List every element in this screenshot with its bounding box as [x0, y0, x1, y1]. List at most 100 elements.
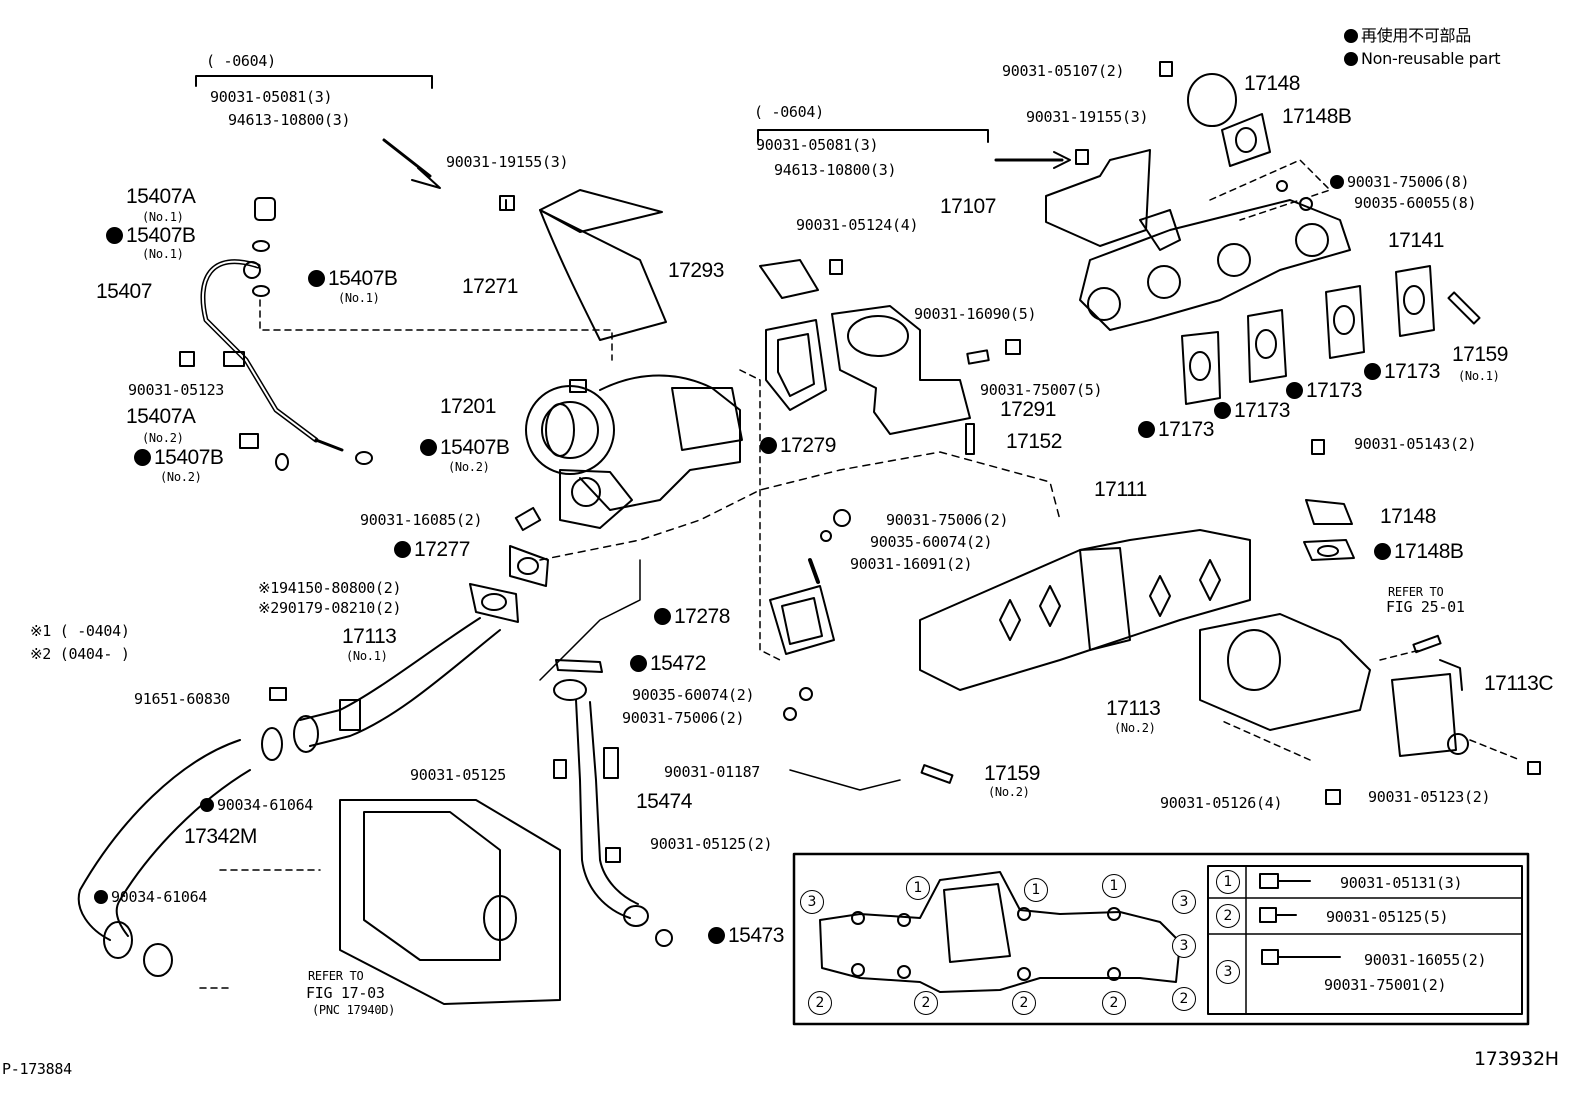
part-label: 94613-10800(3)	[228, 111, 351, 129]
non-reusable-dot-icon	[1374, 543, 1391, 560]
part-number: 15407B	[154, 446, 224, 469]
part-label: 90031-05124(4)	[796, 216, 919, 234]
part-number: 17173	[1234, 399, 1290, 422]
part-label: 94613-10800(3)	[774, 161, 897, 179]
part-sub-label: (No.2)	[1114, 721, 1156, 735]
non-reusable-dot-icon	[94, 890, 108, 904]
part-number: 15407B	[440, 436, 510, 459]
non-reusable-dot-icon	[630, 655, 647, 672]
non-reusable-dot-icon	[420, 439, 437, 456]
part-label: 90031-75007(5)	[980, 381, 1103, 399]
note-label: ※1 ( -0404)	[30, 622, 130, 640]
refer-label: REFER TO	[308, 969, 364, 983]
part-number: 17173	[1158, 418, 1214, 441]
part-label: ( -0604)	[206, 52, 276, 70]
part-number: 15407B	[126, 224, 196, 247]
part-label: 17107	[940, 195, 996, 218]
non-reusable-dot-icon	[1138, 421, 1155, 438]
nr-part-label: 15407B	[134, 446, 224, 469]
non-reusable-dot-icon	[106, 227, 123, 244]
part-label: 17148	[1244, 72, 1300, 95]
refer-label: FIG 17-03	[306, 984, 385, 1002]
nr-part-label: 17173	[1138, 419, 1214, 440]
part-number: 90034-61064	[111, 888, 208, 906]
part-label: 17201	[440, 395, 496, 418]
note-label: ※2 (0404- )	[30, 645, 130, 663]
part-sub-label: (No.2)	[160, 470, 202, 484]
part-label: 90031-19155(3)	[446, 153, 569, 171]
part-number: 17173	[1384, 360, 1440, 383]
part-number: 17277	[414, 538, 470, 561]
refer-label: (PNC 17940D)	[312, 1003, 396, 1017]
part-label: 90035-60074(2)	[870, 533, 993, 551]
refer-label: REFER TO	[1388, 585, 1444, 599]
nr-part-label: 17173	[1286, 380, 1362, 401]
part-sub-label: (No.1)	[346, 649, 388, 663]
part-label: 90031-05107(2)	[1002, 62, 1125, 80]
part-label: 17113	[1106, 697, 1161, 720]
nr-part-label: 15472	[630, 653, 706, 674]
part-label: 90031-75006(2)	[622, 709, 745, 727]
non-reusable-dot-icon	[1214, 402, 1231, 419]
non-reusable-dot-icon	[1344, 29, 1358, 43]
part-label: 90031-75006(2)	[886, 511, 1009, 529]
part-label: 90031-16085(2)	[360, 511, 483, 529]
inset-callout-circle: 3	[1172, 934, 1196, 958]
part-number: 15407B	[328, 267, 398, 290]
nr-part-label: 15473	[708, 925, 784, 946]
legend-jp-text: 再使用不可部品	[1361, 26, 1471, 45]
part-number: 17173	[1306, 379, 1362, 402]
part-label: 90031-05081(3)	[756, 136, 879, 154]
part-label: 91651-60830	[134, 690, 231, 708]
part-sub-label: (No.1)	[1458, 369, 1500, 383]
part-label: 15474	[636, 790, 692, 813]
bolt-table-num: 1	[1216, 870, 1240, 894]
part-label: 15407	[96, 280, 152, 303]
non-reusable-dot-icon	[394, 541, 411, 558]
nr-part-label: 90031-75006(8)	[1330, 175, 1470, 190]
bolt-table-num: 3	[1216, 960, 1240, 984]
part-label: 17141	[1388, 229, 1444, 252]
part-sub-label: (No.2)	[448, 460, 490, 474]
refer-label: FIG 25-01	[1386, 598, 1465, 616]
part-number: 15472	[650, 652, 706, 675]
part-label: ※194150-80800(2)	[258, 579, 402, 597]
inset-callout-circle: 2	[1012, 991, 1036, 1015]
part-label: 90031-01187	[664, 763, 761, 781]
nr-part-label: 15407B	[420, 436, 510, 459]
inset-callout-circle: 2	[808, 991, 832, 1015]
part-label: 17291	[1000, 398, 1056, 421]
part-label: 90031-19155(3)	[1026, 108, 1149, 126]
nr-part-label: 90034-61064	[200, 798, 313, 813]
part-sub-label: (No.1)	[338, 291, 380, 305]
part-label: 17148	[1380, 505, 1436, 528]
nr-part-label: 17278	[654, 606, 730, 627]
bolt-table-num: 2	[1216, 904, 1240, 928]
legend-en: Non-reusable part	[1344, 51, 1501, 67]
part-label: 17113C	[1484, 672, 1554, 695]
part-number: 17148B	[1394, 540, 1464, 563]
nr-part-label: 15407B	[106, 224, 196, 247]
part-label: 17342M	[184, 825, 257, 848]
part-label: ※290179-08210(2)	[258, 599, 402, 617]
non-reusable-dot-icon	[1344, 52, 1358, 66]
nr-part-label: 90034-61064	[94, 890, 207, 905]
legend-jp: 再使用不可部品	[1344, 28, 1471, 44]
non-reusable-dot-icon	[1286, 382, 1303, 399]
part-label: 90031-16090(5)	[914, 305, 1037, 323]
part-label: 90031-05123(2)	[1368, 788, 1491, 806]
part-label: 90031-05125(2)	[650, 835, 773, 853]
part-label: 90031-05081(3)	[210, 88, 333, 106]
part-sub-label: (No.2)	[988, 785, 1030, 799]
part-number: 17279	[780, 434, 836, 457]
inset-callout-circle: 2	[1102, 991, 1126, 1015]
non-reusable-dot-icon	[760, 437, 777, 454]
part-sub-label: (No.1)	[142, 247, 184, 261]
part-number: 17278	[674, 605, 730, 628]
part-label: 17152	[1006, 430, 1062, 453]
non-reusable-dot-icon	[1364, 363, 1381, 380]
nr-part-label: 17173	[1364, 361, 1440, 382]
part-label: 90031-05143(2)	[1354, 435, 1477, 453]
